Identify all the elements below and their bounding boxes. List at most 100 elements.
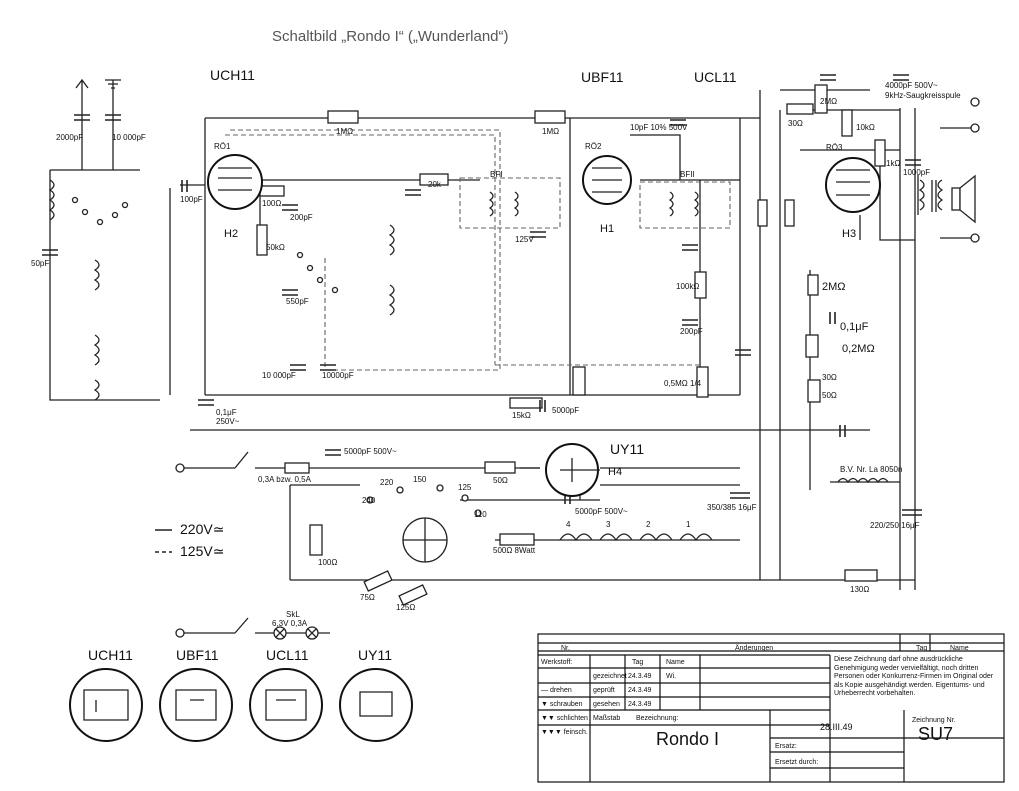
label-values-sel-1: 150: [413, 475, 427, 484]
capacitor-c24: [530, 231, 546, 238]
capacitor-c37: [893, 74, 909, 81]
label-values-taps-2: 2: [646, 520, 651, 529]
label-values-c10a: 0,1μF: [216, 408, 237, 417]
resistor-r3: [327, 110, 359, 124]
label-uch11: UCH11: [210, 67, 255, 83]
label-ucl11: UCL11: [694, 69, 737, 85]
resistor-r16: [874, 139, 886, 167]
label-titleblock-d1: 24.3.49: [628, 673, 651, 680]
resistor-r10: [757, 199, 768, 227]
speaker-icon: [951, 174, 976, 224]
elko-c39: [902, 509, 922, 516]
capacitor-c28: [670, 119, 686, 126]
label-values-r05m: 0,5MΩ 1/4: [664, 379, 702, 388]
label-values-c10pf: 10pF 10% 500V: [630, 123, 688, 132]
label-values-r50: 50Ω: [822, 391, 837, 400]
fuse-si: [284, 462, 310, 474]
capacitor-c14: [320, 364, 336, 371]
label-values-c2: 2000pF: [56, 133, 83, 142]
label-values-r2m: 2MΩ: [822, 281, 846, 293]
resistor-r23: [484, 461, 516, 474]
label-values-c6: 100pF: [180, 195, 203, 204]
capacitor-c3: [105, 114, 121, 121]
coil-ol: [388, 284, 395, 316]
resistor-r13: [786, 103, 814, 115]
capacitor-c31: [735, 349, 751, 356]
label-titleblock-row3: gesehen: [593, 701, 620, 708]
pinout-uch11: [69, 668, 143, 742]
resistor-r5: [256, 224, 268, 256]
label-values-elko2: 220/250 16μF: [870, 521, 920, 530]
label-values-saug: 9kHz-Saugkreisspule: [885, 91, 961, 100]
label-titleblock-tag2: Tag: [632, 659, 643, 666]
label-values-bv: B.V. Nr. La 8050n: [840, 465, 902, 474]
pinout-ubf11: [159, 668, 233, 742]
label-titleblock-row1: gezeichnet: [593, 673, 627, 680]
resistor-r6: [572, 366, 586, 396]
label-values-c10000a: 10 000pF: [262, 371, 296, 380]
capacitor-c33: [820, 74, 836, 81]
label-titleblock-name2: Name: [666, 659, 685, 666]
label-values-c1: 50pF: [31, 259, 49, 268]
capacitor-c6: [181, 180, 188, 192]
resistor-r14: [814, 84, 828, 114]
resistor-r24: [398, 584, 428, 606]
label-legend-v125: 125V≃: [180, 543, 224, 559]
label-titleblock-bezeichnung: Bezeichnung:: [636, 715, 678, 722]
label-values-c1000: 1000pF: [903, 168, 930, 177]
heater-tap-4: [559, 533, 593, 542]
bf1-primary: [488, 191, 494, 217]
capacitor-c38: [905, 159, 921, 166]
label-values-sel-0: 220: [380, 478, 394, 487]
label-titleblock-d3: 24.3.49: [628, 701, 651, 708]
label-values-r20k: 20k: [428, 180, 442, 189]
coil-s: [48, 179, 55, 221]
wave-switch: [71, 196, 339, 294]
label-bf1: BFI: [490, 170, 502, 179]
capacitor-0-1uf: [829, 312, 836, 324]
label-ubf11: UBF11: [581, 69, 624, 85]
label-values-r75: 75Ω: [360, 593, 375, 602]
label-values-r7: 1MΩ: [542, 127, 559, 136]
resistor-r25: [309, 524, 323, 556]
capacitor-c16: [405, 189, 421, 196]
label-values-r02m: 0,2MΩ: [842, 343, 875, 355]
label-values-skl: SkL: [286, 610, 300, 619]
resistor-r9: [696, 366, 709, 398]
label-values-v250: 250V~: [216, 417, 240, 426]
label-titleblock-aenderungen: Änderungen: [735, 644, 773, 652]
label-values-r10k: 10kΩ: [856, 123, 875, 132]
label-values-r100ohm: 100Ω: [318, 558, 337, 567]
pinout-label-ubf11: UBF11: [176, 647, 219, 663]
label-values-r500: 500Ω 8Watt: [493, 546, 536, 555]
label-titleblock-d2: 24.3.49: [628, 687, 651, 694]
tube-uy11: H4: [545, 443, 622, 497]
schematic-title: Schaltbild „Rondo I“ („Wunderland“): [272, 28, 509, 45]
label-titleblock-nr: Nr.: [561, 645, 570, 652]
label-ro3: RÖ3: [826, 143, 843, 152]
label-values-c10000b: 10000pF: [322, 371, 354, 380]
resistor-r22: [499, 533, 535, 546]
label-ro2: RÖ2: [585, 142, 602, 151]
label-h1: H1: [600, 223, 614, 235]
label-titleblock-n1: Wi.: [666, 673, 676, 680]
label-titleblock-m4: ▼▼▼ feinsch.: [541, 729, 588, 736]
resistor-r8b: [694, 271, 707, 299]
heater-tap-2: [639, 533, 673, 542]
label-h4: H4: [608, 466, 622, 478]
label-titleblock-ersetzt: Ersetzt durch:: [775, 759, 818, 766]
output-transformer-primary: [918, 179, 925, 211]
label-uy11: UY11: [610, 441, 644, 457]
heater-tap-1: [679, 533, 713, 542]
capacitor-c30: [682, 244, 698, 251]
label-values-lamps: 6,3V 0,3A: [272, 619, 308, 628]
label-values-c5000v: 5000pF 500V~: [344, 447, 397, 456]
capacitor-c12: [282, 289, 298, 296]
pilot-lamps: [273, 626, 319, 640]
bf1-secondary: [513, 191, 519, 217]
label-values-r50k: 50kΩ: [266, 243, 285, 252]
label-values-r1k: 1kΩ: [886, 159, 900, 168]
capacitor-c36: [839, 425, 846, 437]
label-values-c200pf: 200pF: [680, 327, 703, 336]
label-values-taps-0: 4: [566, 520, 571, 529]
